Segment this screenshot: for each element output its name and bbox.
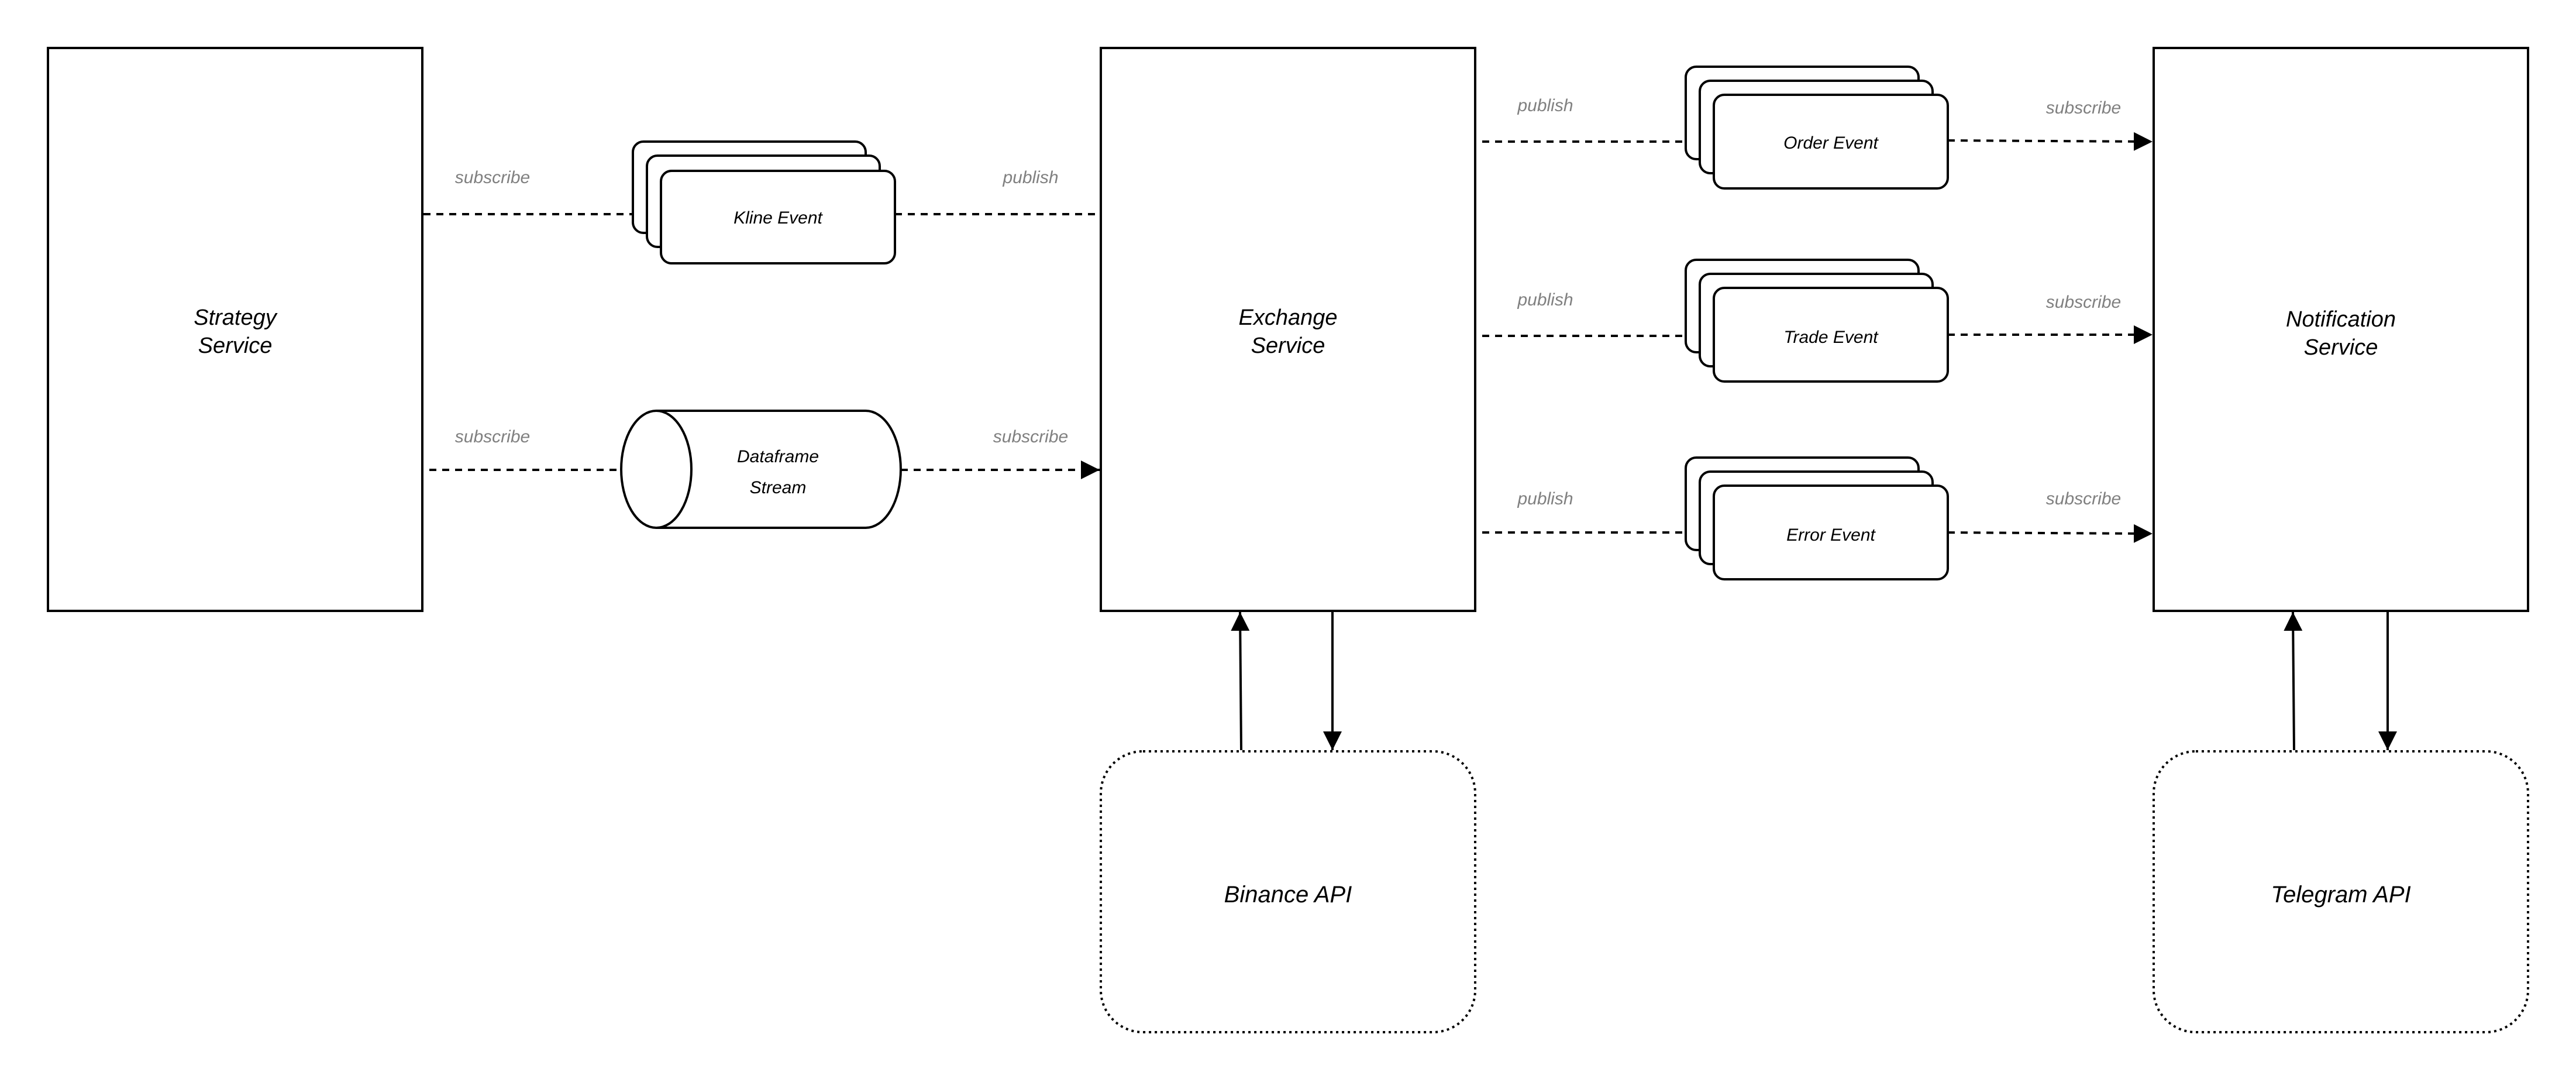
error-event-label: Error Event xyxy=(1786,525,1876,545)
edge-label-exchange-order: publish xyxy=(1517,96,1573,115)
edge-label-exchange-trade: publish xyxy=(1517,290,1573,310)
edge-label-strategy-stream: subscribe xyxy=(455,427,530,446)
order-event-stack: Order Event xyxy=(1685,66,1949,190)
edge-binance-to-exchange xyxy=(1231,611,1250,751)
edge-order-notification xyxy=(1947,132,2153,151)
error-event-stack: Error Event xyxy=(1685,456,1949,580)
exchange-service-label-line2: Service xyxy=(1251,334,1325,358)
kline-event-stack: Kline Event xyxy=(632,140,896,264)
telegram-api-box: Telegram API xyxy=(2153,750,2529,1033)
edge-label-stream-exchange: subscribe xyxy=(993,427,1068,446)
kline-event-label: Kline Event xyxy=(733,208,823,228)
edge-label-trade-notification: subscribe xyxy=(2046,293,2121,312)
edge-label-order-notification: subscribe xyxy=(2046,98,2121,118)
dataframe-stream-cylinder: Dataframe Stream xyxy=(620,410,902,529)
strategy-service-label-line1: Strategy xyxy=(194,305,278,330)
edge-label-exchange-error: publish xyxy=(1517,489,1573,508)
dataframe-stream-label-line1: Dataframe xyxy=(737,447,819,466)
exchange-service-box: Exchange Service xyxy=(1100,47,1476,612)
exchange-service-label-line1: Exchange xyxy=(1238,305,1337,330)
notification-service-label-line2: Service xyxy=(2304,335,2378,360)
order-event-label: Order Event xyxy=(1783,133,1879,153)
telegram-api-label: Telegram API xyxy=(2271,882,2410,908)
strategy-service-label-line2: Service xyxy=(198,334,273,358)
edge-telegram-to-notification xyxy=(2284,611,2303,751)
binance-api-label: Binance API xyxy=(1224,882,1352,908)
dataframe-stream-label-line2: Stream xyxy=(750,478,807,497)
trade-event-stack: Trade Event xyxy=(1685,259,1949,383)
binance-api-box: Binance API xyxy=(1100,750,1476,1033)
edge-label-error-notification: subscribe xyxy=(2046,489,2121,508)
trade-event-label: Trade Event xyxy=(1783,328,1879,347)
edge-label-strategy-kline: subscribe xyxy=(455,168,530,187)
strategy-service-box: Strategy Service xyxy=(47,47,423,612)
notification-service-label-line1: Notification xyxy=(2286,307,2396,332)
edge-label-kline-exchange: publish xyxy=(1002,168,1058,187)
edge-error-notification xyxy=(1947,524,2153,543)
notification-service-box: Notification Service xyxy=(2153,47,2529,612)
